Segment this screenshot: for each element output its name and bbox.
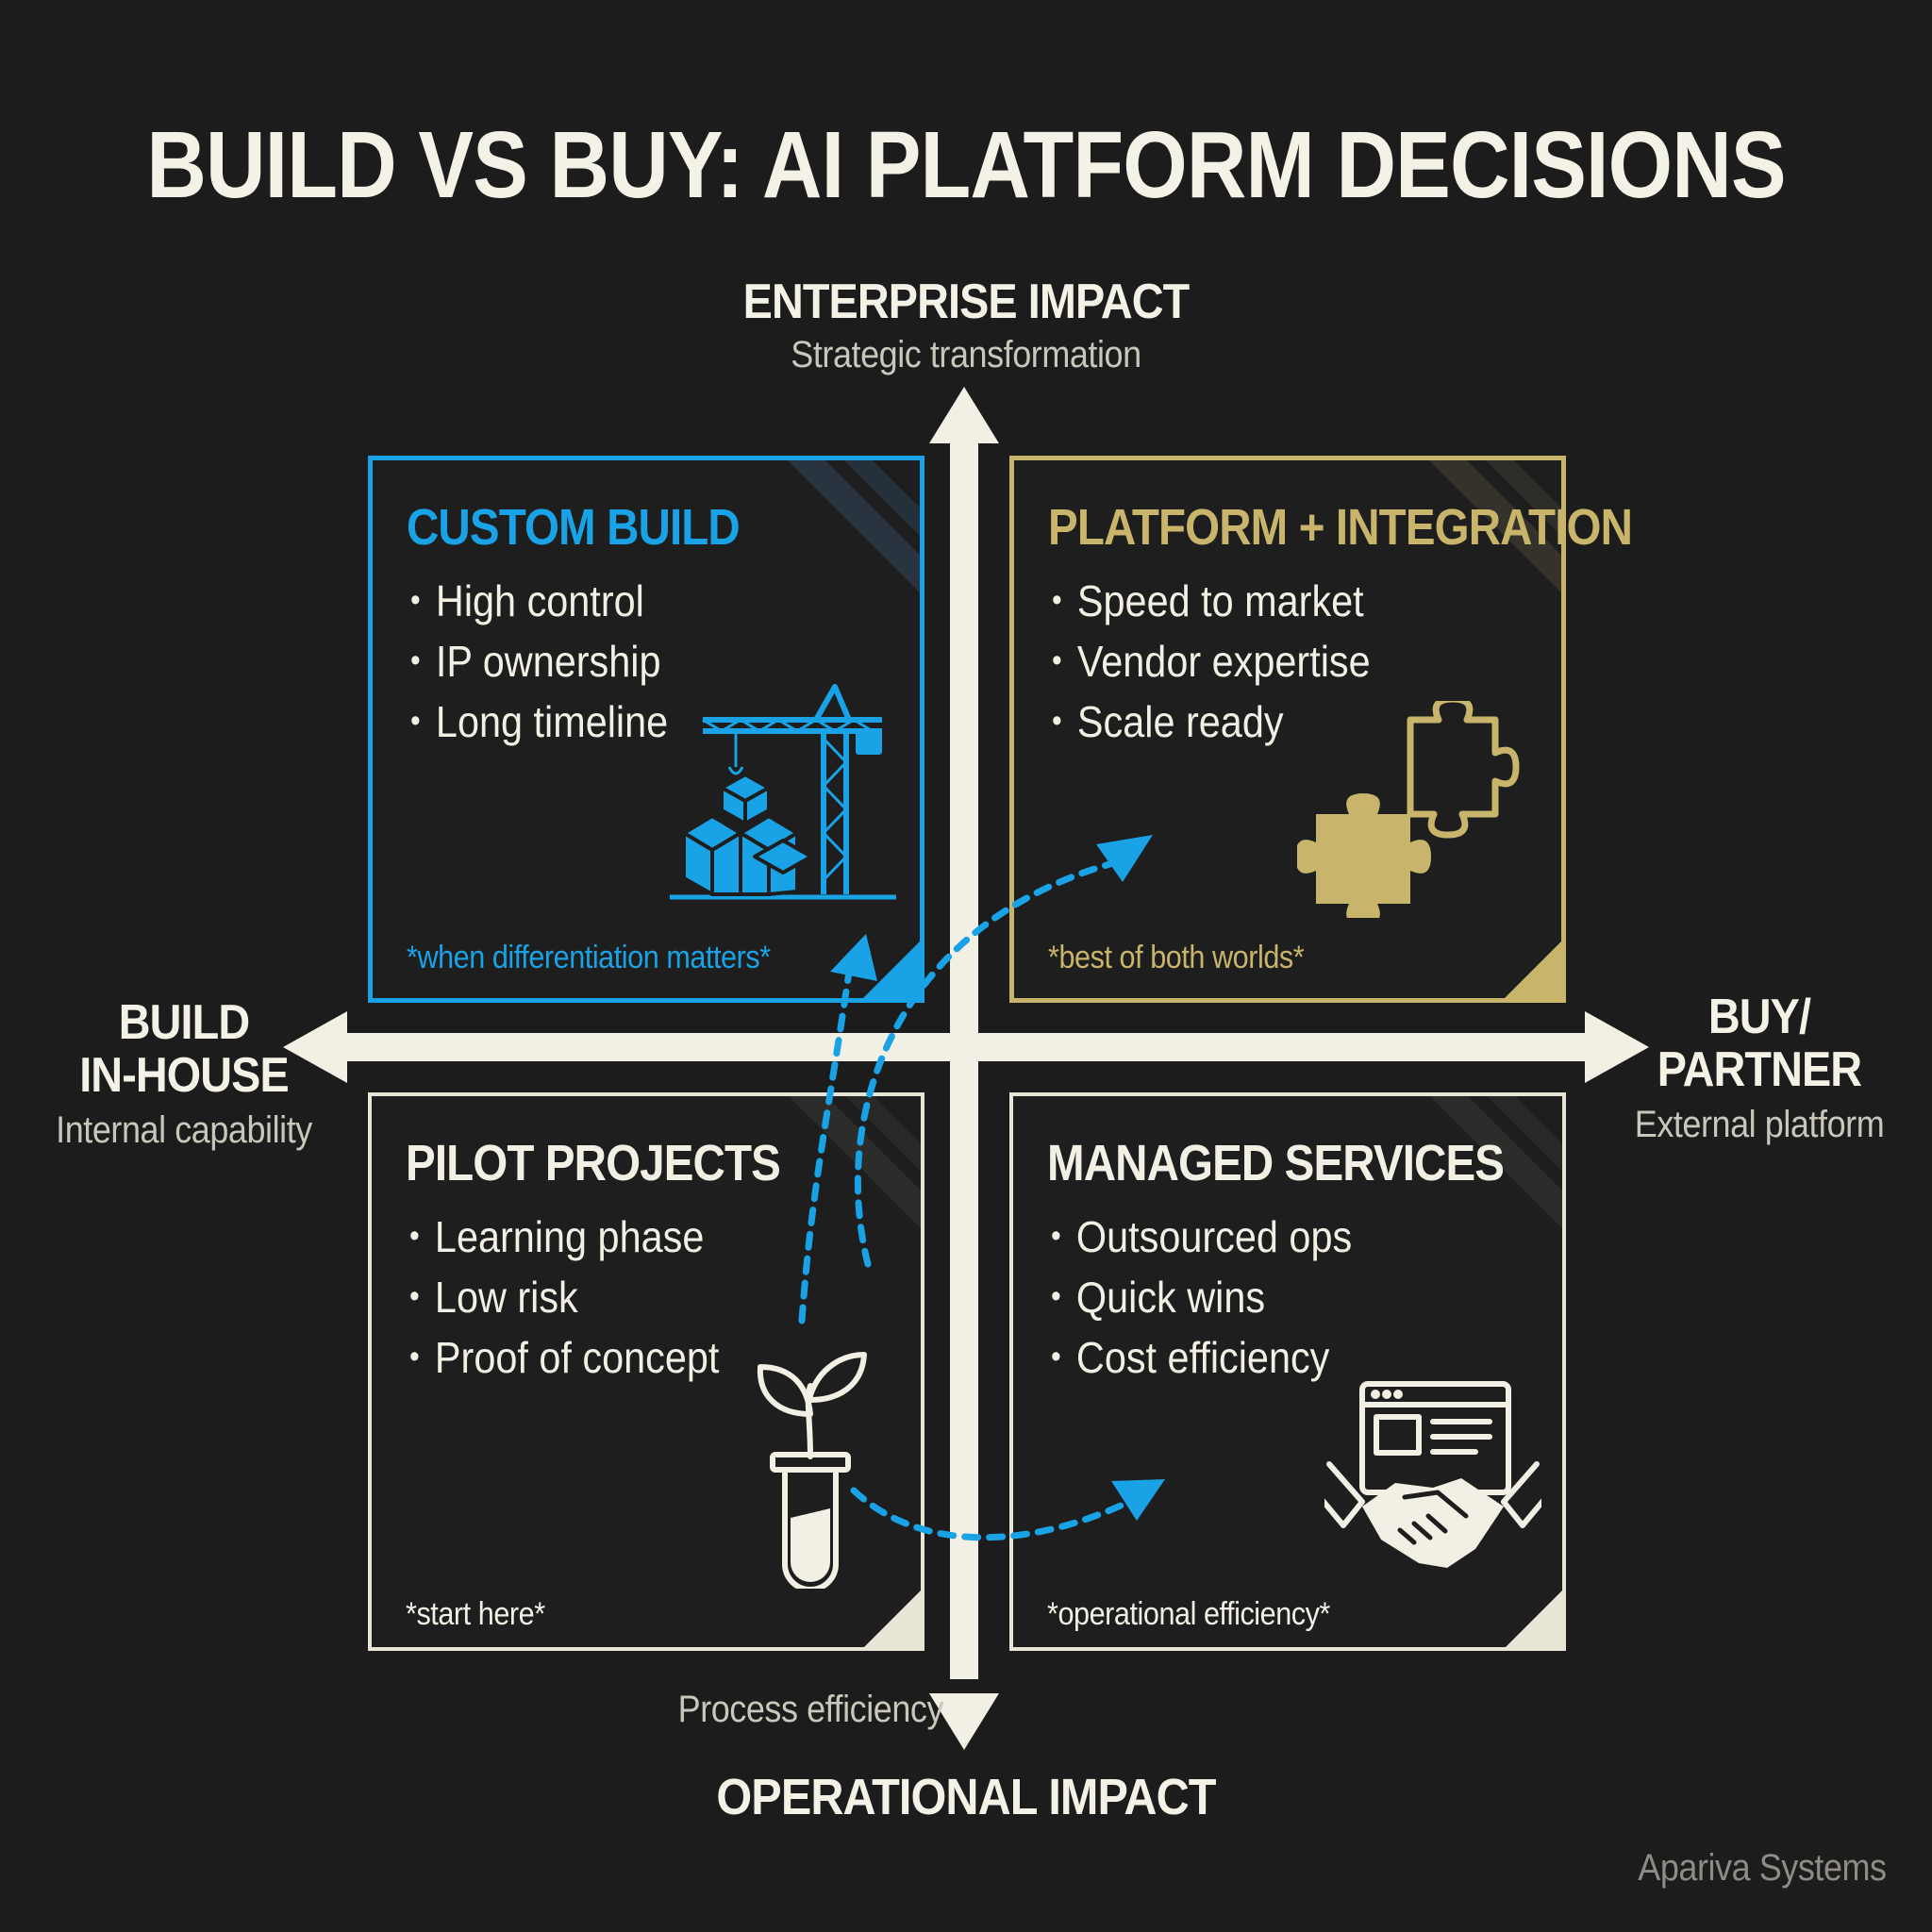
list-item: Quick wins [1051, 1270, 1352, 1330]
list-item: Vendor expertise [1052, 634, 1371, 694]
axis-top-title: ENTERPRISE IMPACT [742, 275, 1191, 329]
quadrant-title: MANAGED SERVICES [1047, 1135, 1505, 1191]
arrowhead-managed [1111, 1479, 1165, 1521]
axis-right-subtitle: External platform [1634, 1104, 1885, 1145]
quadrant-list: Speed to market Vendor expertise Scale r… [1052, 574, 1406, 755]
puzzle-icon [1297, 701, 1520, 918]
list-item: Proof of concept [409, 1330, 719, 1391]
footer-brand: Apariva Systems [1638, 1847, 1888, 1889]
flow-arrow-pilot-to-platform [854, 859, 1117, 1268]
list-item: Learning phase [409, 1209, 719, 1270]
quadrant-list: High control IP ownership Long timeline [410, 574, 697, 755]
axis-left-title-line1: BUILD [118, 995, 250, 1050]
quadrant-list: Learning phase Low risk Proof of concept [409, 1209, 754, 1391]
page-title: BUILD VS BUY: AI PLATFORM DECISIONS [146, 112, 1786, 218]
flow-arrow-pilot-to-custom [798, 968, 853, 1324]
flow-arrow-pilot-to-managed [850, 1487, 1141, 1541]
horizontal-axis-line [321, 1033, 1623, 1061]
axis-left-label: BUILD IN-HOUSE Internal capability [36, 996, 333, 1152]
axis-top-label: ENTERPRISE IMPACT Strategic transformati… [711, 274, 1221, 376]
list-item: Scale ready [1052, 694, 1371, 755]
quadrant-custom-build: CUSTOM BUILD High control IP ownership L… [368, 456, 924, 1003]
quadrant-title: PILOT PROJECTS [406, 1135, 781, 1191]
quadrant-note: *when differentiation matters* [407, 940, 771, 975]
list-item: Speed to market [1052, 574, 1371, 634]
list-item: IP ownership [410, 634, 668, 694]
axis-right-title-line1: BUY/ [1707, 990, 1811, 1044]
arrowhead-platform [1096, 835, 1153, 882]
corner-decoration [863, 941, 920, 998]
quadrant-platform-integration: PLATFORM + INTEGRATION Speed to market V… [1009, 456, 1633, 1003]
axis-left-subtitle: Internal capability [56, 1109, 312, 1151]
quadrant-note: *start here* [406, 1596, 545, 1632]
corner-stripes-decoration [1429, 460, 1561, 592]
axis-top-subtitle: Strategic transformation [791, 334, 1141, 375]
corner-decoration [1506, 1591, 1562, 1647]
list-item: Outsourced ops [1051, 1209, 1352, 1270]
corner-decoration [1505, 941, 1561, 998]
list-item: Cost efficiency [1051, 1330, 1352, 1391]
corner-stripes-decoration [1430, 1096, 1562, 1228]
corner-stripes-decoration [788, 460, 920, 592]
quadrant-managed-services: MANAGED SERVICES Outsourced ops Quick wi… [1009, 1092, 1566, 1651]
axis-bottom-subtitle: Process efficiency [677, 1689, 944, 1730]
axis-bottom-title: OPERATIONAL IMPACT [716, 1769, 1216, 1825]
sprout-test-tube-icon [757, 1352, 867, 1589]
handshake-browser-icon [1324, 1381, 1541, 1568]
axis-right-label: BUY/ PARTNER External platform [1611, 991, 1908, 1146]
quadrant-list: Outsourced ops Quick wins Cost efficienc… [1051, 1209, 1386, 1391]
crane-building-icon [670, 684, 896, 900]
arrow-left [283, 1011, 347, 1083]
quadrant-note: *operational efficiency* [1047, 1596, 1330, 1632]
axis-right-title-line2: PARTNER [1657, 1042, 1862, 1097]
quadrant-pilot-projects: PILOT PROJECTS Learning phase Low risk P… [368, 1092, 924, 1651]
axis-left-title-line2: IN-HOUSE [79, 1048, 290, 1103]
quadrant-title: PLATFORM + INTEGRATION [1048, 499, 1633, 556]
corner-decoration [864, 1591, 921, 1647]
arrow-down [929, 1693, 999, 1750]
arrowhead-custom [830, 934, 877, 981]
arrow-up [929, 387, 999, 443]
list-item: Long timeline [410, 694, 668, 755]
list-item: High control [410, 574, 668, 634]
quadrant-title: CUSTOM BUILD [407, 499, 741, 556]
arrow-right [1585, 1011, 1649, 1083]
quadrant-note: *best of both worlds* [1048, 940, 1305, 975]
list-item: Low risk [409, 1270, 719, 1330]
